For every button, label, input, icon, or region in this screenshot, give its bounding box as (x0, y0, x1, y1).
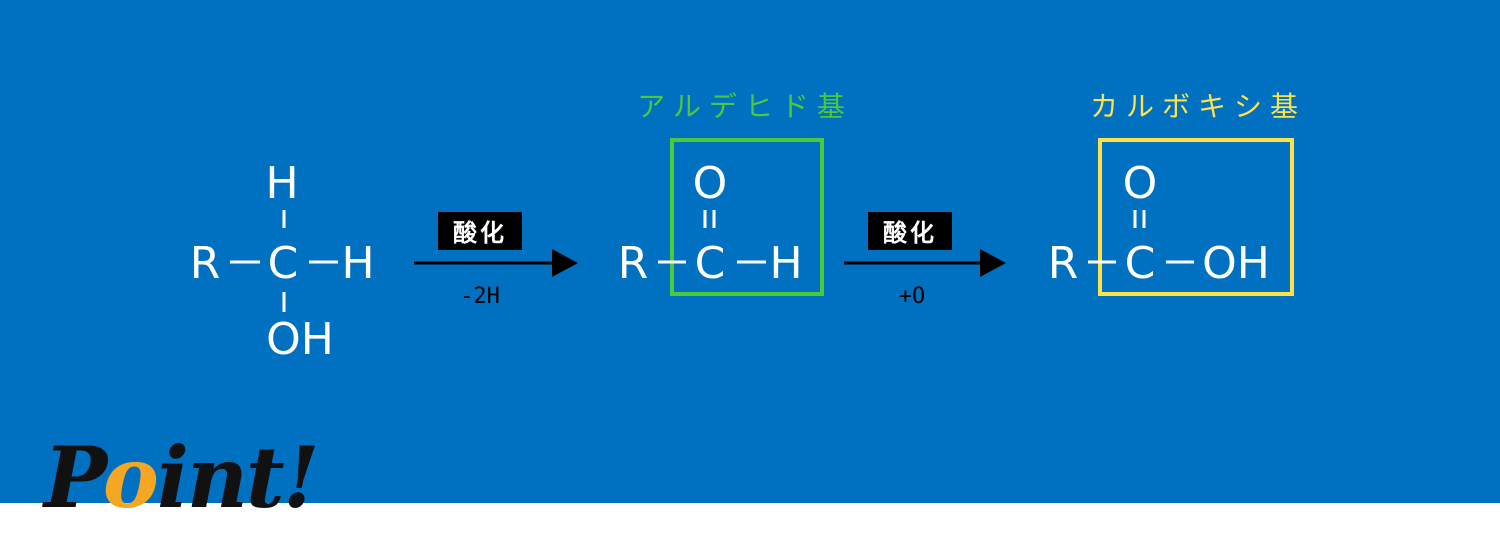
aldehyde-o-atom: O (693, 158, 728, 209)
alcohol-h-top-atom: H (265, 158, 298, 209)
point-logo: Point! (44, 436, 320, 520)
acid-c-atom: C (1125, 238, 1156, 289)
carboxyl-group-box (1098, 138, 1294, 296)
aldehyde-molecule: アルデヒド基 R O C H (618, 90, 853, 296)
reaction-1-badge (438, 212, 522, 250)
acid-oh-atom: OH (1202, 238, 1270, 289)
alcohol-molecule: R H C H OH (190, 158, 375, 365)
reaction-2: 酸化 +O (844, 212, 1006, 309)
reaction-2-badge (868, 212, 952, 250)
acid-o-atom: O (1123, 158, 1158, 209)
alcohol-r-atom: R (190, 238, 221, 289)
reaction-1: 酸化 -2H (414, 212, 578, 309)
alcohol-oh-atom: OH (266, 314, 334, 365)
alcohol-h-right-atom: H (341, 238, 374, 289)
acid-r-atom: R (1048, 238, 1079, 289)
reaction-2-label: 酸化 (883, 219, 937, 247)
reaction-1-label: 酸化 (453, 219, 507, 247)
oxidation-diagram: R H C H OH 酸化 -2H アルデヒド基 R O C (190, 90, 1306, 365)
reaction-2-arrow-head (980, 249, 1006, 277)
reaction-1-condition: -2H (460, 284, 500, 309)
aldehyde-group-box (670, 138, 824, 296)
aldehyde-r-atom: R (618, 238, 649, 289)
alcohol-c-atom: C (268, 238, 299, 289)
carboxylic-acid-molecule: カルボキシ基 R O C OH (1048, 90, 1306, 296)
point-letter-p: P (44, 428, 105, 527)
diagram-stage: R H C H OH 酸化 -2H アルデヒド基 R O C (0, 0, 1500, 503)
reaction-1-arrow-head (552, 249, 578, 277)
aldehyde-h-atom: H (769, 238, 802, 289)
reaction-2-condition: +O (899, 284, 926, 309)
aldehyde-group-label: アルデヒド基 (637, 90, 853, 123)
point-letter-o: o (102, 428, 159, 527)
point-letters-int: int! (156, 428, 320, 527)
aldehyde-c-atom: C (695, 238, 726, 289)
carboxyl-group-label: カルボキシ基 (1090, 90, 1306, 123)
